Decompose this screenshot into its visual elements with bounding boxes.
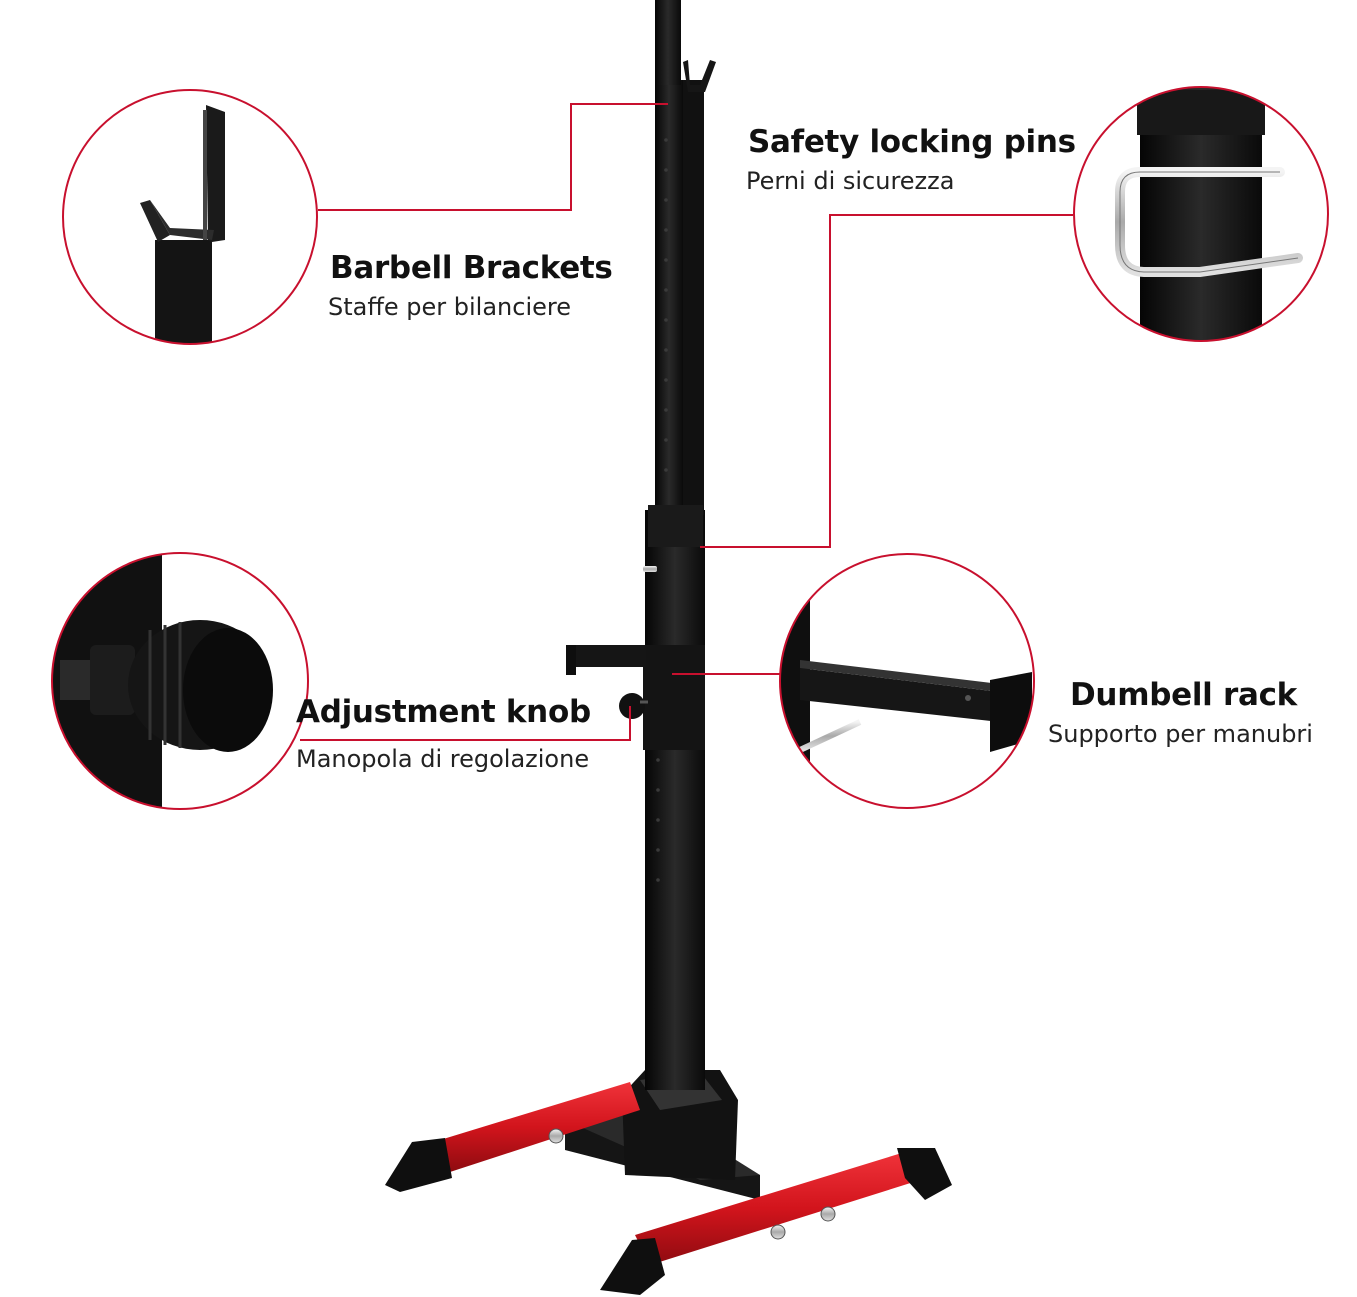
leader-safety-pins xyxy=(700,214,1073,548)
detail-circle-adjustment-knob xyxy=(51,552,309,810)
post-holes xyxy=(656,138,668,882)
post-adjustment-knob xyxy=(619,693,645,719)
front-base-bar xyxy=(600,1148,952,1295)
top-tube xyxy=(655,0,681,85)
upper-collar xyxy=(648,505,703,547)
callout-title: Safety locking pins xyxy=(748,124,1076,160)
callout-subtitle: Perni di sicurezza xyxy=(746,167,955,195)
callout-adjustment-knob: Adjustment knob Manopola di regolazione xyxy=(296,694,591,774)
lower-post xyxy=(645,510,705,1090)
mid-collar xyxy=(643,645,705,750)
leader-adjustment-knob xyxy=(300,706,631,741)
detail-circle-safety-pin xyxy=(1073,86,1329,342)
top-bracket xyxy=(683,60,716,92)
upper-post-front xyxy=(655,80,683,515)
callout-title: Barbell Brackets xyxy=(330,250,613,286)
post-dumbell-arm xyxy=(566,645,646,675)
post-safety-pin xyxy=(643,566,657,572)
callout-safety-pins: Safety locking pins Perni di sicurezza xyxy=(746,124,1076,196)
leader-barbell-brackets xyxy=(318,103,668,211)
callout-subtitle: Manopola di regolazione xyxy=(296,745,590,773)
left-base-bar xyxy=(385,1082,640,1192)
callout-barbell-brackets: Barbell Brackets Staffe per bilanciere xyxy=(328,250,613,322)
leader-lines xyxy=(300,103,1073,741)
detail-circle-dumbell-rack xyxy=(779,553,1035,809)
callout-title: Adjustment knob xyxy=(296,694,591,730)
callout-title: Dumbell rack xyxy=(1070,677,1297,713)
squat-rack xyxy=(385,0,952,1295)
callout-subtitle: Staffe per bilanciere xyxy=(328,293,571,321)
callout-dumbell-rack: Dumbell rack Supporto per manubri xyxy=(1048,677,1313,749)
detail-circle-barbell-bracket xyxy=(62,89,318,345)
callout-subtitle: Supporto per manubri xyxy=(1048,720,1313,748)
